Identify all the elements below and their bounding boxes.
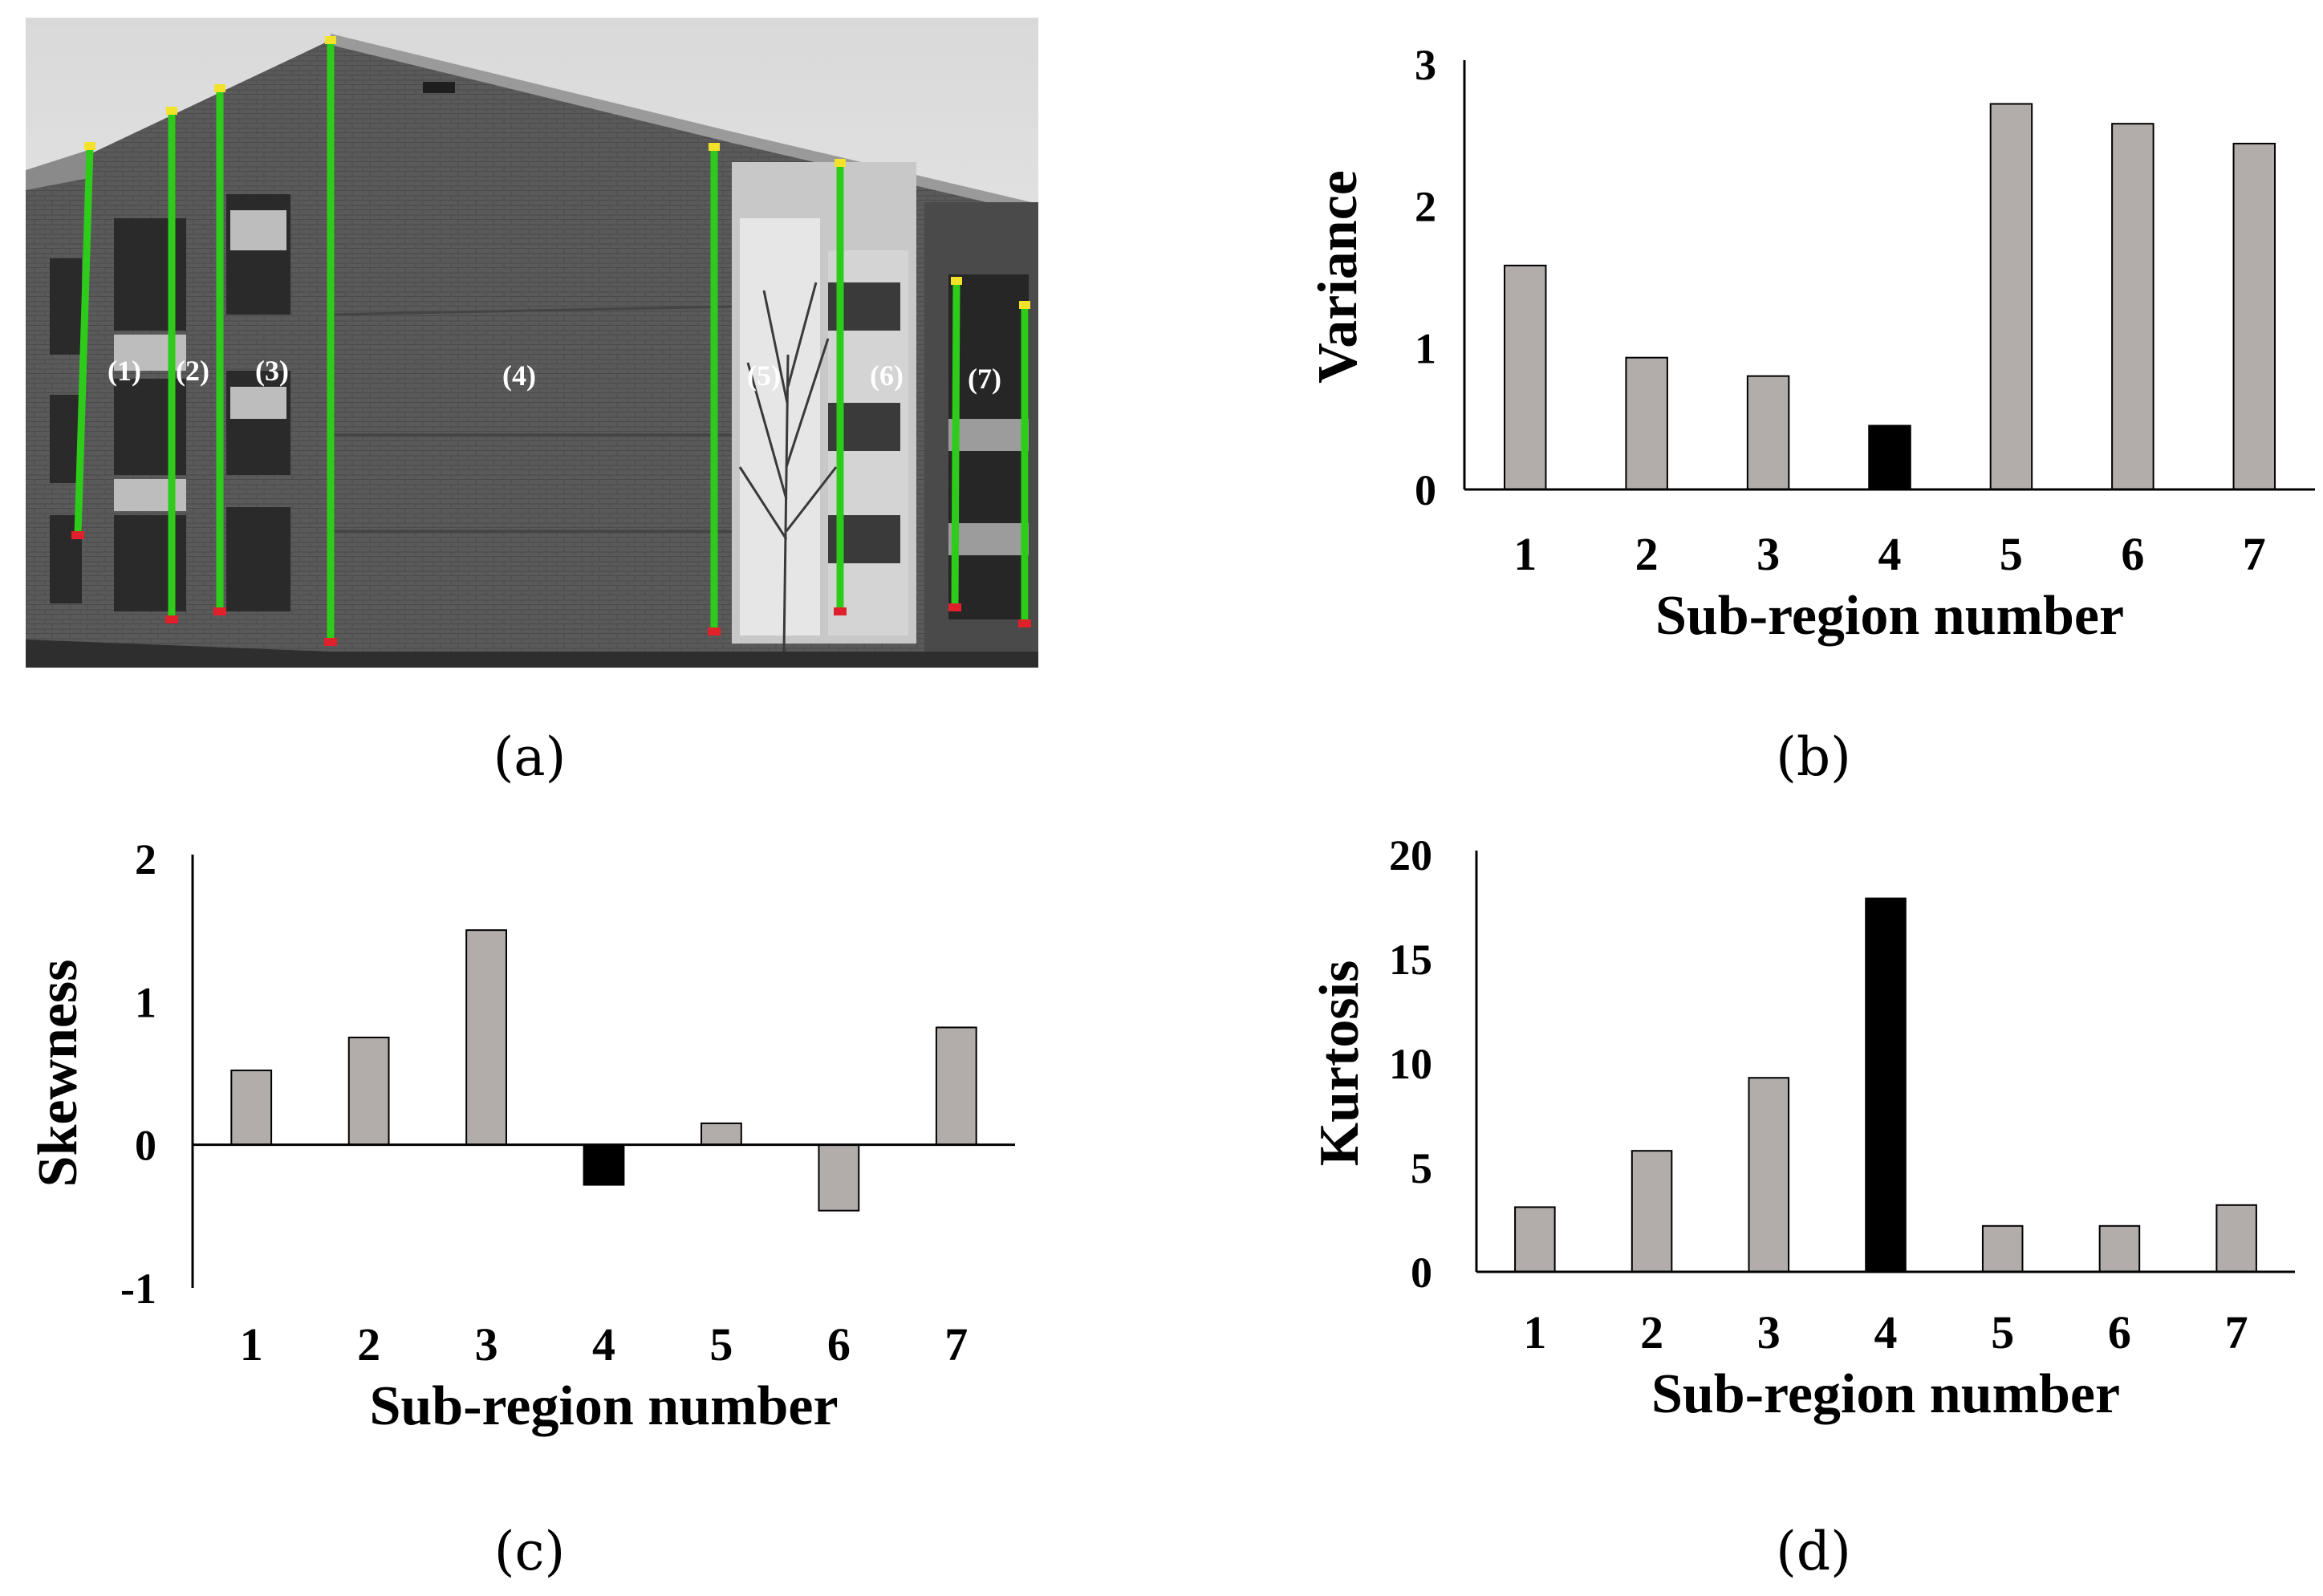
right-facade-panels (732, 162, 1038, 652)
y-tick-label: 0 (1411, 1249, 1432, 1297)
x-tick-label: 4 (592, 1318, 615, 1371)
bar-2 (1625, 356, 1668, 491)
bar-4 (583, 1143, 625, 1186)
x-tick-label: 7 (944, 1318, 968, 1371)
vertical-reference-lines (74, 42, 1029, 642)
bar-6 (2098, 1224, 2141, 1273)
x-tick-label: 5 (1991, 1306, 2014, 1358)
y-tick-label: 10 (1389, 1040, 1432, 1088)
reference-line-tops (84, 36, 1030, 309)
bar-7 (935, 1026, 977, 1146)
x-tick-label: 6 (2108, 1306, 2131, 1358)
bar-2 (347, 1036, 390, 1146)
x-tick-label: 7 (2225, 1306, 2248, 1358)
y-tick-label: 15 (1389, 936, 1432, 984)
bar-5 (701, 1122, 742, 1146)
y-axis-label: Variance (1307, 170, 1369, 384)
reference-line-bottoms (71, 531, 1031, 646)
bar-4 (1868, 424, 1911, 490)
x-tick-label: 1 (240, 1318, 263, 1371)
x-tick-label: 1 (1513, 528, 1537, 580)
bar-6 (2111, 123, 2154, 490)
caption-c: (c) (493, 1521, 566, 1582)
caption-a: (a) (493, 726, 567, 788)
y-tick-label: 0 (135, 1122, 156, 1170)
bar-5 (1989, 103, 2033, 490)
region-label-1: (1) (108, 355, 141, 387)
x-tick-label: 5 (709, 1318, 733, 1371)
y-tick-label: 2 (1415, 183, 1436, 231)
x-tick-label: 3 (1756, 528, 1780, 580)
y-tick-label: -1 (120, 1265, 156, 1313)
bar-1 (230, 1069, 273, 1146)
region-label-7: (7) (968, 363, 1001, 395)
bar-3 (1746, 375, 1790, 490)
y-axis-label: Kurtosis (1309, 960, 1371, 1167)
bar-7 (2215, 1204, 2257, 1273)
bar-1 (1503, 264, 1547, 490)
building-photo: (1) (2) (3) (4) (5) (6) (7) (26, 18, 1038, 668)
y-axis-label: Skewness (27, 960, 89, 1188)
caption-b: (b) (1776, 726, 1851, 788)
region-label-4: (4) (502, 359, 536, 392)
x-tick-label: 5 (2000, 528, 2023, 580)
x-tick-label: 3 (475, 1318, 498, 1371)
x-tick-label: 1 (1523, 1306, 1546, 1358)
y-tick-label: 0 (1415, 466, 1436, 514)
bar-6 (818, 1143, 860, 1212)
bar-1 (1514, 1206, 1556, 1273)
bar-5 (1981, 1224, 2024, 1273)
x-tick-label: 6 (827, 1318, 851, 1371)
region-label-6: (6) (870, 359, 904, 392)
x-tick-label: 2 (1635, 528, 1659, 580)
y-tick-label: 5 (1411, 1144, 1432, 1192)
tree (738, 282, 838, 652)
bar-2 (1631, 1150, 1673, 1273)
bar-3 (1748, 1077, 1790, 1273)
caption-d: (d) (1776, 1521, 1851, 1582)
region-label-5: (5) (747, 359, 781, 392)
x-tick-label: 2 (357, 1318, 380, 1371)
x-axis-label: Sub-region number (1655, 585, 2124, 647)
x-axis-label: Sub-region number (369, 1375, 838, 1437)
y-tick-label: 1 (1415, 324, 1436, 372)
x-tick-label: 7 (2243, 528, 2266, 580)
bar-3 (465, 929, 507, 1146)
x-tick-label: 2 (1640, 1306, 1663, 1358)
bar-7 (2232, 142, 2276, 491)
y-tick-label: 2 (135, 835, 156, 883)
bar-4 (1865, 897, 1907, 1273)
y-tick-label: 20 (1389, 831, 1432, 879)
x-tick-label: 4 (1878, 528, 1902, 580)
y-tick-label: 3 (1415, 41, 1436, 89)
x-tick-label: 4 (1874, 1306, 1898, 1358)
region-label-2: (2) (176, 355, 209, 387)
x-tick-label: 3 (1757, 1306, 1781, 1358)
x-axis-label: Sub-region number (1651, 1363, 2120, 1425)
x-tick-label: 6 (2121, 528, 2144, 580)
y-tick-label: 1 (135, 978, 156, 1026)
region-label-3: (3) (255, 355, 289, 387)
